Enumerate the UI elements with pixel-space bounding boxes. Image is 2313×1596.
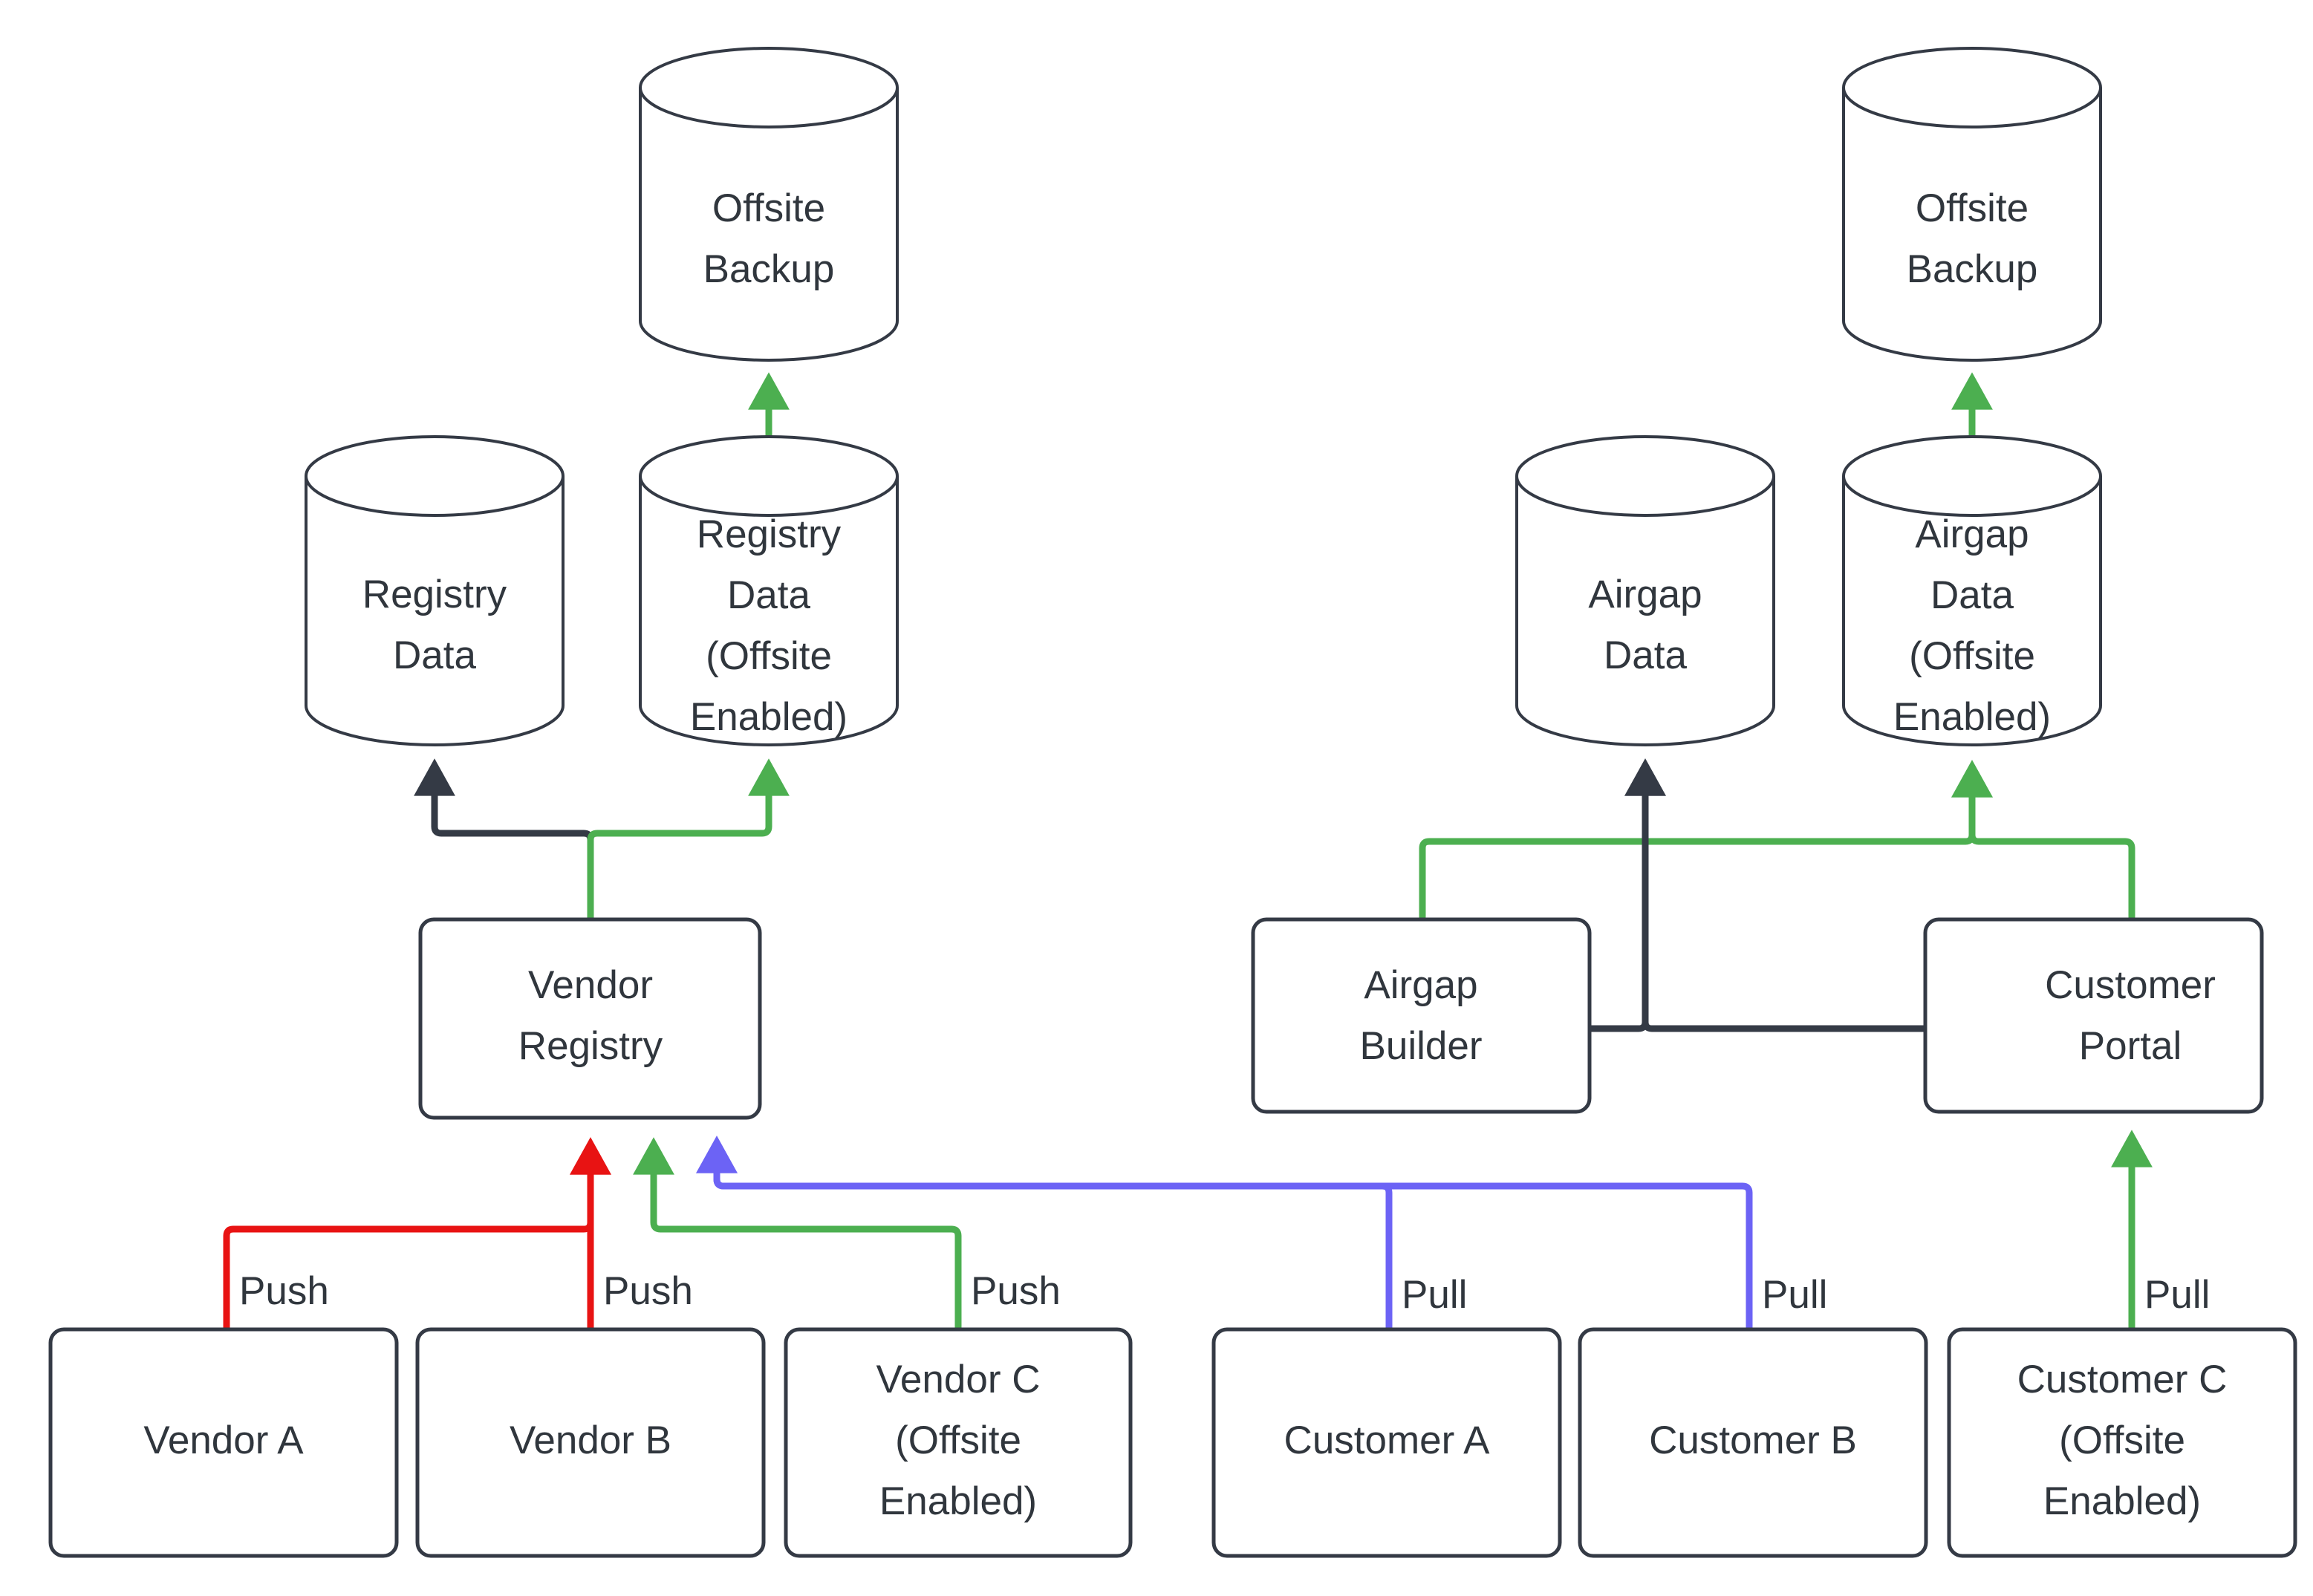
edge-vendor-c-push	[633, 1137, 962, 1333]
customer-portal-line2: Portal	[2079, 1024, 2182, 1068]
registry-data-offsite-line2: Data	[727, 573, 810, 617]
edge-label-vendor-c-push: Push	[971, 1269, 1061, 1313]
registry-data-line2: Data	[393, 633, 476, 677]
registry-data-offsite-line4: Enabled)	[690, 695, 848, 739]
node-customer-b[interactable]: Customer B	[1578, 1327, 1928, 1558]
customer-c-line2: (Offsite	[2059, 1419, 2185, 1462]
vendor-c-line1: Vendor C	[876, 1358, 1041, 1401]
node-offsite-backup-left[interactable]: Offsite Backup	[639, 47, 899, 362]
airgap-data-offsite-line4: Enabled)	[1893, 695, 2051, 739]
customer-c-line1: Customer C	[2017, 1358, 2228, 1401]
vendor-c-line3: Enabled)	[879, 1479, 1037, 1523]
node-registry-data-offsite[interactable]: Registry Data (Offsite Enabled)	[639, 435, 899, 746]
edge-label-vendor-b-push: Push	[603, 1269, 693, 1313]
node-vendor-a[interactable]: Vendor A	[48, 1327, 399, 1558]
node-airgap-data-offsite[interactable]: Airgap Data (Offsite Enabled)	[1842, 435, 2102, 746]
offsite-backup-left-line2: Backup	[703, 247, 835, 291]
airgap-data-offsite-line2: Data	[1930, 573, 2014, 617]
node-vendor-b[interactable]: Vendor B	[415, 1327, 766, 1558]
vendor-registry-line2: Registry	[518, 1024, 663, 1068]
airgap-data-offsite-line3: (Offsite	[1909, 634, 2035, 678]
edge-vendor-registry-to-registry-data	[414, 758, 594, 921]
vendor-registry-line1: Vendor	[528, 963, 653, 1007]
vendor-b-label: Vendor B	[510, 1419, 671, 1462]
airgap-data-line2: Data	[1604, 633, 1687, 677]
node-vendor-c[interactable]: Vendor C (Offsite Enabled)	[784, 1327, 1133, 1558]
edge-airgap-builder-to-airgap-data-offsite	[1419, 760, 1993, 921]
node-vendor-registry[interactable]: Vendor Registry	[418, 917, 762, 1120]
offsite-backup-left-line1: Offsite	[712, 186, 825, 230]
registry-data-offsite-line1: Registry	[697, 512, 842, 556]
offsite-backup-right-line2: Backup	[1907, 247, 2038, 291]
node-registry-data[interactable]: Registry Data	[305, 435, 565, 746]
registry-data-offsite-line3: (Offsite	[706, 634, 832, 678]
edge-customer-portal-to-airgap-data-offsite	[1951, 760, 2135, 921]
node-customer-a[interactable]: Customer A	[1211, 1327, 1562, 1558]
node-offsite-backup-right[interactable]: Offsite Backup	[1842, 47, 2102, 362]
vendor-c-line2: (Offsite	[895, 1419, 1021, 1462]
vendor-a-label: Vendor A	[143, 1419, 304, 1462]
edge-vendor-registry-to-registry-data-offsite	[587, 758, 790, 921]
registry-data-line1: Registry	[362, 573, 507, 616]
airgap-builder-line2: Builder	[1360, 1024, 1483, 1068]
edge-airgap-builder-to-airgap-data	[1586, 758, 1666, 1032]
node-customer-portal[interactable]: Customer Portal	[1923, 917, 2264, 1114]
airgap-builder-line1: Airgap	[1364, 963, 1477, 1007]
node-airgap-data[interactable]: Airgap Data	[1515, 435, 1775, 746]
airgap-data-offsite-line1: Airgap	[1915, 512, 2029, 556]
edge-customer-b-pull	[696, 1136, 1753, 1333]
airgap-data-line1: Airgap	[1588, 573, 1702, 616]
customer-c-line3: Enabled)	[2043, 1479, 2201, 1523]
offsite-backup-right-line1: Offsite	[1916, 186, 2029, 230]
customer-a-label: Customer A	[1284, 1419, 1491, 1462]
edge-label-customer-a-pull: Pull	[1402, 1273, 1467, 1317]
edge-label-vendor-a-push: Push	[239, 1269, 329, 1313]
node-customer-c[interactable]: Customer C (Offsite Enabled)	[1947, 1327, 2297, 1558]
customer-portal-line1: Customer	[2045, 963, 2216, 1007]
node-airgap-builder[interactable]: Airgap Builder	[1251, 917, 1592, 1114]
customer-b-label: Customer B	[1649, 1419, 1857, 1462]
edge-customer-portal-to-airgap-data	[1624, 758, 1928, 1032]
edge-label-customer-b-pull: Pull	[1762, 1273, 1827, 1317]
edge-label-customer-c-pull: Pull	[2144, 1273, 2210, 1317]
